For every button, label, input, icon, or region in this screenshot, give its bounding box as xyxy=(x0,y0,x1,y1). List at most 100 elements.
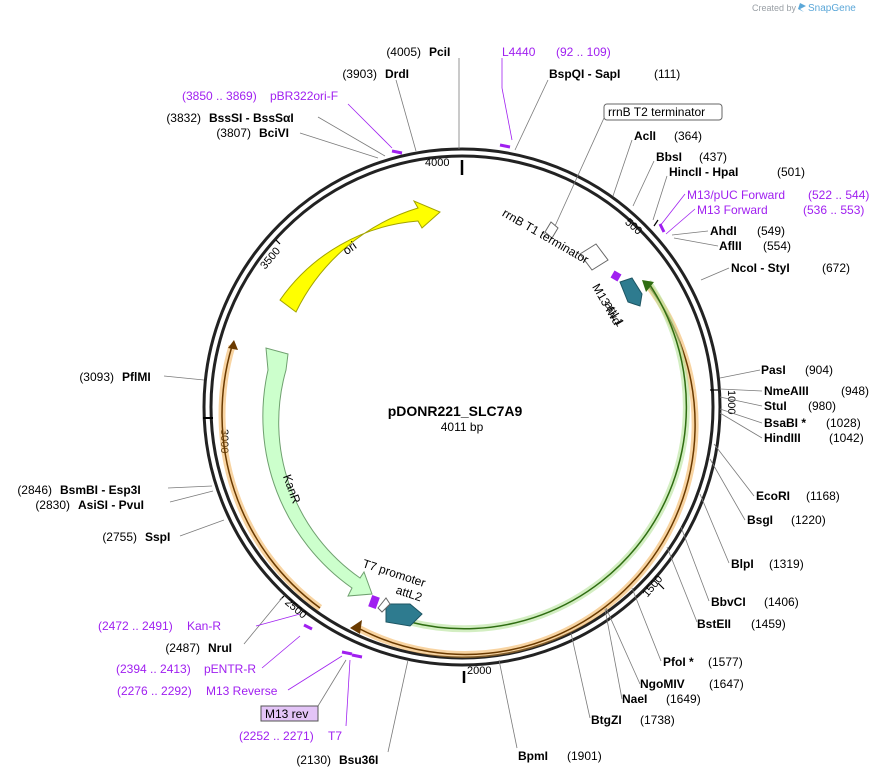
svg-text:(1319): (1319) xyxy=(769,557,804,571)
site-naei: NaeI (1649) xyxy=(604,608,701,706)
svg-text:(4005): (4005) xyxy=(386,45,421,59)
svg-text:(437): (437) xyxy=(699,150,727,164)
primer-kan-r: (2472 .. 2491) Kan-R xyxy=(98,613,313,633)
ori-feature: ori xyxy=(279,199,441,313)
svg-text:(2472 .. 2491): (2472 .. 2491) xyxy=(98,619,173,633)
svg-text:(1901): (1901) xyxy=(567,749,602,763)
site-hindiii: HindIII (1042) xyxy=(719,412,864,445)
primer-t7: (2252 .. 2271) T7 xyxy=(239,653,363,743)
attl1-feature: attL1 M13 fwd xyxy=(589,270,643,329)
kanr-feature: KanR xyxy=(262,347,373,597)
svg-text:BsaBI *: BsaBI * xyxy=(764,416,806,430)
svg-text:(1647): (1647) xyxy=(709,677,744,691)
svg-text:(549): (549) xyxy=(757,224,785,238)
svg-text:(1577): (1577) xyxy=(708,655,743,669)
svg-text:DrdI: DrdI xyxy=(385,67,409,81)
svg-text:(2130): (2130) xyxy=(296,753,331,767)
svg-text:rrnB T2 terminator: rrnB T2 terminator xyxy=(608,105,705,119)
svg-text:(3832): (3832) xyxy=(166,111,201,125)
site-bsteii: BstEII (1459) xyxy=(666,546,786,631)
svg-text:(3903): (3903) xyxy=(342,67,377,81)
svg-text:BpmI: BpmI xyxy=(518,749,548,763)
orf-green xyxy=(409,280,690,633)
svg-text:NruI: NruI xyxy=(208,641,232,655)
svg-text:NmeAIII: NmeAIII xyxy=(764,384,809,398)
svg-text:(1220): (1220) xyxy=(791,513,826,527)
site-nmeaiii: NmeAIII (948) xyxy=(719,384,869,398)
svg-text:BspQI - SapI: BspQI - SapI xyxy=(549,67,620,81)
snapgene-logo-icon xyxy=(798,3,806,12)
site-pcii: (4005) PciI xyxy=(386,45,460,149)
site-bsssi: (3832) BssSI - BssSαI xyxy=(166,111,386,157)
site-pasi: PasI (904) xyxy=(719,363,833,379)
svg-text:(92 .. 109): (92 .. 109) xyxy=(556,45,611,59)
site-acli: AclI (364) xyxy=(612,129,702,197)
svg-text:PfoI *: PfoI * xyxy=(663,655,694,669)
tick-2000: 2000 xyxy=(462,665,491,683)
svg-text:(1406): (1406) xyxy=(764,595,799,609)
svg-text:M13 Forward: M13 Forward xyxy=(697,203,768,217)
site-btgzi: BtgZI (1738) xyxy=(570,632,675,727)
site-nrui: (2487) NruI xyxy=(165,597,283,655)
svg-text:(1649): (1649) xyxy=(666,692,701,706)
svg-text:BlpI: BlpI xyxy=(731,557,754,571)
site-bbsi: BbsI (437) xyxy=(632,150,727,207)
primer-l4440: L4440 (92 .. 109) xyxy=(499,45,611,149)
svg-text:pBR322ori-F: pBR322ori-F xyxy=(270,89,338,103)
svg-text:(2487): (2487) xyxy=(165,641,200,655)
site-ahdi: AhdI (549) xyxy=(671,224,785,238)
site-sspi: (2755) SspI xyxy=(102,519,225,544)
site-bsgi: BsgI (1220) xyxy=(709,458,826,527)
site-ecori: EcoRI (1168) xyxy=(713,443,840,503)
plasmid-name: pDONR221_SLC7A9 xyxy=(388,403,523,419)
primer-m13-forward: M13 Forward (536 .. 553) xyxy=(665,203,864,235)
site-bbvci: BbvCI (1406) xyxy=(680,526,799,609)
svg-text:M13/pUC Forward: M13/pUC Forward xyxy=(687,188,785,202)
svg-text:NcoI - StyI: NcoI - StyI xyxy=(731,261,790,275)
site-ngomiv: NgoMIV (1647) xyxy=(605,607,744,691)
svg-text:rrnB T1 terminator: rrnB T1 terminator xyxy=(500,206,591,267)
tick-1500: 1500 xyxy=(640,573,665,599)
site-blpi: BlpI (1319) xyxy=(699,493,804,571)
svg-text:HincII - HpaI: HincII - HpaI xyxy=(669,165,738,179)
site-pfoi: PfoI * (1577) xyxy=(631,587,743,669)
svg-text:NaeI: NaeI xyxy=(622,692,647,706)
svg-text:L4440: L4440 xyxy=(502,45,536,59)
site-aflii: AflII (554) xyxy=(673,237,791,253)
svg-text:PciI: PciI xyxy=(429,45,450,59)
svg-text:PflMI: PflMI xyxy=(122,370,151,384)
svg-text:(3093): (3093) xyxy=(79,370,114,384)
site-drdi: (3903) DrdI xyxy=(342,67,417,152)
svg-text:EcoRI: EcoRI xyxy=(756,489,790,503)
svg-text:M13 fwd: M13 fwd xyxy=(589,281,624,327)
site-bsmbi: (2846) BsmBI - Esp3I xyxy=(17,483,213,497)
svg-text:4000: 4000 xyxy=(425,157,449,169)
svg-text:AflII: AflII xyxy=(719,239,742,253)
tick-4000: 4000 xyxy=(425,157,464,175)
svg-text:(980): (980) xyxy=(808,399,836,413)
svg-text:BciVI: BciVI xyxy=(259,126,289,140)
svg-text:(1168): (1168) xyxy=(806,489,840,503)
svg-text:(3850 .. 3869): (3850 .. 3869) xyxy=(182,89,257,103)
svg-text:(554): (554) xyxy=(763,239,791,253)
svg-text:M13 rev: M13 rev xyxy=(265,707,308,721)
svg-text:2000: 2000 xyxy=(467,665,491,677)
svg-text:(2830): (2830) xyxy=(35,498,70,512)
plasmid-size: 4011 bp xyxy=(441,420,484,434)
backbone xyxy=(202,147,722,667)
svg-text:(1028): (1028) xyxy=(826,416,861,430)
site-hincii: HincII - HpaI (501) xyxy=(652,165,805,221)
svg-text:(522 .. 544): (522 .. 544) xyxy=(808,188,869,202)
svg-text:StuI: StuI xyxy=(764,399,787,413)
primer-m13-reverse: (2276 .. 2292) M13 Reverse xyxy=(117,650,353,698)
svg-text:pENTR-R: pENTR-R xyxy=(204,662,256,676)
site-pflmi: (3093) PflMI xyxy=(79,370,205,384)
svg-text:AhdI: AhdI xyxy=(710,224,737,238)
svg-text:(948): (948) xyxy=(841,384,869,398)
site-bcivi: (3807) BciVI xyxy=(216,126,379,159)
svg-text:3500: 3500 xyxy=(258,245,283,271)
site-bspqi: BspQI - SapI (111) xyxy=(514,67,680,151)
svg-text:T7 promoter: T7 promoter xyxy=(361,556,427,590)
svg-text:(364): (364) xyxy=(674,129,702,143)
svg-text:AsiSI - PvuI: AsiSI - PvuI xyxy=(78,498,144,512)
